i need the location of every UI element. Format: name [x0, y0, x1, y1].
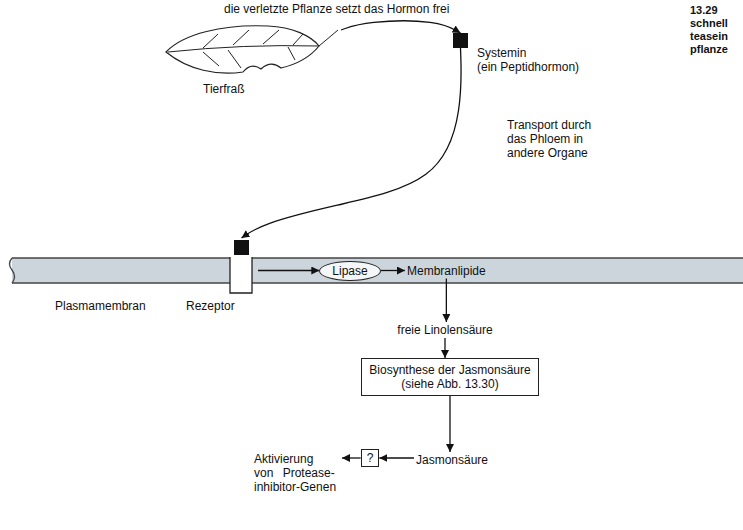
- caption-fragment: 13.29: [690, 4, 718, 17]
- process-box: Biosynthese der Jasmonsäure(siehe Abb. 1…: [361, 358, 538, 396]
- receptor-outline: [230, 257, 252, 293]
- substance-label: freie Linolensäure: [395, 322, 494, 338]
- arrow-connector: [381, 270, 405, 271]
- edge-label: Transport durch das Phloem in andere Org…: [507, 118, 602, 160]
- substance-name: Jasmonsäure: [416, 453, 488, 467]
- plasma-membrane: PlasmamembranRezeptorLipaseMembranlipide: [12, 258, 743, 283]
- caption-anchor: schnell: [690, 17, 728, 30]
- leaf-illustration: Tierfraß: [163, 22, 341, 100]
- arrow-connector: [242, 48, 462, 238]
- enzyme-oval: Lipase: [319, 261, 380, 281]
- substance-name: Membranlipide: [407, 264, 486, 278]
- receptor-pocket: [230, 257, 252, 293]
- caption-fragment: teasein: [690, 30, 728, 43]
- unknown-mark: ?: [367, 451, 374, 465]
- caption-anchor: teasein: [690, 30, 728, 43]
- membrane-edge: [12, 257, 743, 259]
- enzyme-name: Lipase: [332, 264, 367, 278]
- process-name: Biosynthese der Jasmonsäure: [369, 363, 530, 377]
- figure-reference: (siehe Abb. 13.30): [369, 377, 530, 391]
- arrow-connector: [341, 21, 461, 33]
- receptor-symbol: Rezeptor: [186, 238, 258, 314]
- arrow-connector: [444, 338, 445, 358]
- herbivory-label: Tierfraß: [203, 82, 245, 96]
- membrane-band: [12, 258, 743, 283]
- leaf-drawing: [163, 22, 341, 100]
- text-anchor: Rezeptor: [186, 299, 235, 313]
- hormone-name: Systemin: [477, 46, 526, 60]
- caption-anchor: pflanze: [690, 43, 728, 56]
- substance-name: freie Linolensäure: [397, 323, 492, 337]
- membrane-edge: [12, 282, 743, 284]
- arrow-connector: [342, 457, 361, 458]
- gene-activation-text: Aktivierung von Protease-inhibitor-Genen: [254, 452, 340, 494]
- edge-label-anchor: Transport durch das Phloem in andere Org…: [505, 118, 604, 160]
- unknown-step-box: ?: [361, 449, 380, 467]
- arrow-connector: [379, 457, 414, 458]
- arrow-connector: [446, 279, 447, 323]
- receptor-drawing: [186, 238, 258, 298]
- hormone-square: Systemin(ein Peptidhormon): [453, 33, 468, 48]
- receptor-label: Rezeptor: [186, 299, 235, 313]
- leaf-veins: [168, 30, 338, 68]
- text-anchor: (ein Peptidhormon): [477, 60, 579, 74]
- caption-fragment: schnell: [690, 17, 728, 30]
- bound-hormone-square: [234, 240, 249, 255]
- edge-label-anchor: die verletzte Pflanze setzt das Hormon f…: [222, 2, 451, 16]
- hormone-note: (ein Peptidhormon): [477, 60, 579, 74]
- arrow-connector: [449, 396, 450, 452]
- substance-label: Jasmonsäure: [414, 452, 490, 468]
- membrane-label: Plasmamembran: [55, 299, 146, 313]
- arrow-connector: [258, 270, 319, 271]
- caption-fragment: pflanze: [690, 43, 728, 56]
- substance-label: Membranlipide: [405, 263, 488, 279]
- edge-label: die verletzte Pflanze setzt das Hormon f…: [224, 2, 449, 16]
- text-anchor: Plasmamembran: [55, 299, 146, 313]
- caption-anchor: 13.29: [690, 4, 718, 17]
- gene-activation-label: Aktivierung von Protease-inhibitor-Genen: [252, 451, 342, 495]
- text-anchor: Systemin: [477, 46, 526, 60]
- membrane-cut: [10, 258, 15, 283]
- text-anchor: Tierfraß: [203, 82, 245, 96]
